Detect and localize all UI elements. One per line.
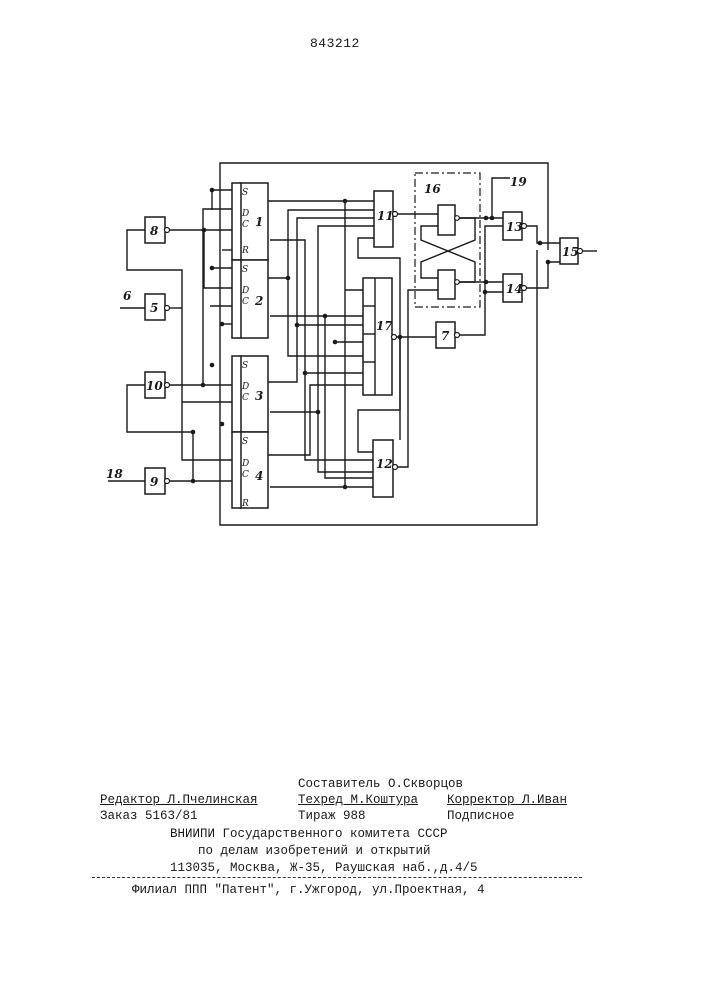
svg-text:S: S	[242, 361, 248, 371]
element-15: 15	[560, 238, 583, 264]
input-wires	[127, 190, 232, 481]
org-line-1: ВНИИПИ Государственного комитета СССР	[170, 826, 448, 842]
org-line-2: по делам изобретений и открытий	[198, 843, 431, 859]
svg-text:8: 8	[150, 224, 159, 238]
flip-flop-4: 4	[232, 432, 268, 508]
element-13: 13	[503, 212, 527, 240]
element-17: 17	[363, 278, 397, 395]
branch: Филиал ППП "Патент", г.Ужгород, ул.Проек…	[132, 882, 485, 898]
svg-text:C: C	[242, 220, 249, 230]
svg-text:7: 7	[441, 329, 450, 343]
svg-text:S: S	[242, 265, 248, 275]
element-7: 7	[436, 322, 460, 348]
element-5: 5	[145, 294, 170, 320]
editor: Редактор Л.Пчелинская	[100, 792, 276, 808]
svg-text:C: C	[242, 297, 249, 307]
svg-text:5: 5	[150, 301, 158, 315]
flip-flop-1: 1	[232, 183, 268, 260]
svg-text:11: 11	[377, 209, 394, 223]
svg-text:13: 13	[506, 220, 523, 234]
svg-text:15: 15	[562, 245, 579, 259]
subscription: Подписное	[447, 808, 515, 824]
flip-flop-2: 2	[232, 260, 268, 338]
svg-text:S: S	[242, 188, 248, 198]
svg-text:C: C	[242, 470, 249, 480]
element-8: 8	[145, 217, 170, 243]
svg-text:3: 3	[255, 389, 263, 403]
svg-text:16: 16	[424, 182, 441, 196]
svg-text:S: S	[242, 437, 248, 447]
element-11: 11	[374, 191, 398, 247]
svg-text:R: R	[241, 499, 249, 509]
svg-text:17: 17	[376, 319, 393, 333]
svg-text:4: 4	[255, 469, 263, 483]
svg-text:9: 9	[150, 475, 159, 489]
wire-12-16	[397, 290, 438, 467]
terminal-6: 6	[123, 289, 132, 303]
separator	[92, 877, 582, 878]
address: 113035, Москва, Ж-35, Раушская наб.,д.4/…	[170, 860, 478, 876]
terminal-18: 18	[106, 467, 123, 481]
corrector: Корректор Л.Иван	[447, 792, 567, 808]
svg-text:1: 1	[255, 215, 263, 229]
svg-text:D: D	[241, 382, 249, 392]
techred: Техред М.Коштура	[298, 792, 418, 808]
element-9: 9	[145, 468, 170, 494]
svg-text:D: D	[241, 459, 249, 469]
svg-text:12: 12	[376, 457, 393, 471]
element-10: 10	[145, 372, 170, 398]
svg-text:2: 2	[254, 294, 263, 308]
compiler: Составитель О.Скворцов	[298, 776, 463, 792]
svg-text:14: 14	[506, 282, 523, 296]
trigger-16: 16	[415, 173, 480, 307]
flip-flop-3: 3	[232, 356, 268, 432]
element-12: 12	[373, 440, 398, 497]
svg-text:D: D	[241, 209, 249, 219]
terminal-19: 19	[510, 175, 527, 189]
circulation: Тираж 988	[298, 808, 366, 824]
svg-text:D: D	[241, 286, 249, 296]
svg-text:C: C	[242, 393, 249, 403]
element-14: 14	[503, 274, 527, 302]
svg-text:10: 10	[146, 379, 163, 393]
order: Заказ 5163/81	[100, 808, 198, 824]
svg-text:R: R	[241, 246, 249, 256]
